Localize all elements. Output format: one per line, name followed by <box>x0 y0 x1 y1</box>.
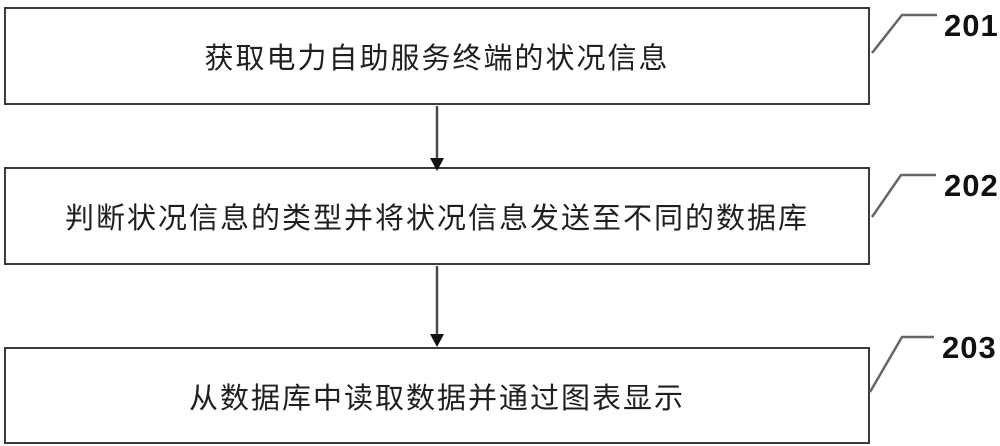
step-text-203: 从数据库中读取数据并通过图表显示 <box>188 382 685 415</box>
ref-label-201: 201 <box>944 8 999 43</box>
ref-label-203: 203 <box>942 330 997 365</box>
ref-label-202: 202 <box>944 168 999 203</box>
step-box-201: 获取电力自助服务终端的状况信息 <box>4 7 870 105</box>
step-box-203: 从数据库中读取数据并通过图表显示 <box>4 347 870 444</box>
flow-arrow-2-head <box>430 334 444 347</box>
step-text-202: 判断状况信息的类型并将状况信息发送至不同的数据库 <box>64 203 809 235</box>
step-box-202: 判断状况信息的类型并将状况信息发送至不同的数据库 <box>4 167 870 265</box>
leader-line-203 <box>868 335 934 393</box>
leader-line-202 <box>870 173 936 218</box>
step-text-201: 获取电力自助服务终端的状况信息 <box>204 43 670 75</box>
leader-line-201 <box>871 13 937 54</box>
